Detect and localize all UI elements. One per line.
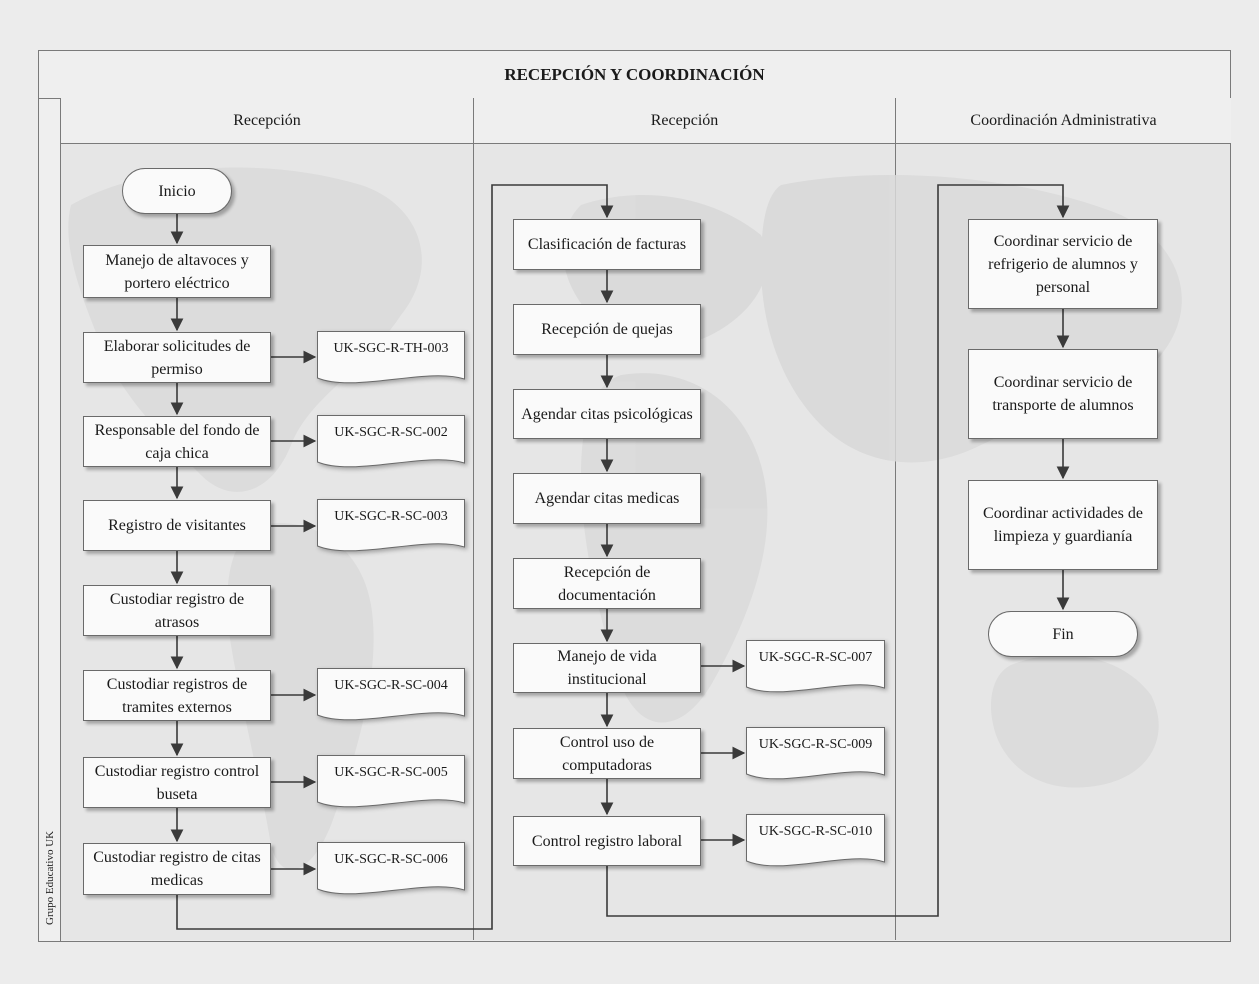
document-uk-sgc-r-sc-009[interactable]: UK-SGC-R-SC-009 [746,727,885,780]
diagram-title: RECEPCIÓN Y COORDINACIÓN [39,51,1230,99]
step-custodiar-buseta[interactable]: Custodiar registro control buseta [83,757,271,808]
lane-header-recepcion-2: Recepción [474,98,896,144]
document-icon [317,415,465,468]
document-code: UK-SGC-R-SC-007 [758,650,873,665]
step-registro-visitantes[interactable]: Registro de visitantes [83,500,271,551]
step-recepcion-quejas[interactable]: Recepción de quejas [513,304,701,355]
step-coordinar-refrigerio[interactable]: Coordinar servicio de refrigerio de alum… [968,219,1158,309]
document-code: UK-SGC-R-SC-003 [334,509,448,524]
lane-header-recepcion-1: Recepción [61,98,474,144]
pool-label-strip: Grupo Educativo UK [39,99,61,941]
document-icon [746,814,885,867]
step-control-registro-laboral[interactable]: Control registro laboral [513,816,701,866]
step-recepcion-documentacion[interactable]: Recepción de documentación [513,558,701,609]
step-clasificacion-facturas[interactable]: Clasificación de facturas [513,219,701,270]
document-icon [317,842,465,895]
document-uk-sgc-r-sc-010[interactable]: UK-SGC-R-SC-010 [746,814,885,867]
document-icon [317,499,465,552]
document-code: UK-SGC-R-TH-003 [333,341,449,356]
document-uk-sgc-r-sc-005[interactable]: UK-SGC-R-SC-005 [317,755,465,808]
step-custodiar-tramites[interactable]: Custodiar registros de tramites externos [83,670,271,721]
document-uk-sgc-r-sc-007[interactable]: UK-SGC-R-SC-007 [746,640,885,693]
step-control-computadoras[interactable]: Control uso de computadoras [513,728,701,779]
document-code: UK-SGC-R-SC-002 [334,425,448,440]
document-icon [317,668,465,721]
document-uk-sgc-r-sc-003[interactable]: UK-SGC-R-SC-003 [317,499,465,552]
start-terminator[interactable]: Inicio [122,168,232,214]
step-custodiar-citas-medicas[interactable]: Custodiar registro de citas medicas [83,843,271,895]
document-uk-sgc-r-th-003[interactable]: UK-SGC-R-TH-003 [317,331,465,384]
step-fondo-caja-chica[interactable]: Responsable del fondo de caja chica [83,416,271,467]
document-uk-sgc-r-sc-006[interactable]: UK-SGC-R-SC-006 [317,842,465,895]
step-coordinar-transporte[interactable]: Coordinar servicio de transporte de alum… [968,349,1158,439]
step-elaborar-solicitudes[interactable]: Elaborar solicitudes de permiso [83,332,271,383]
step-custodiar-atrasos[interactable]: Custodiar registro de atrasos [83,585,271,636]
document-code: UK-SGC-R-SC-010 [758,824,873,839]
document-uk-sgc-r-sc-002[interactable]: UK-SGC-R-SC-002 [317,415,465,468]
document-code: UK-SGC-R-SC-005 [334,765,448,780]
document-icon [317,331,465,384]
step-citas-psicologicas[interactable]: Agendar citas psicológicas [513,389,701,439]
document-code: UK-SGC-R-SC-004 [334,678,448,693]
lane-header-coordinacion: Coordinación Administrativa [896,98,1231,144]
step-coordinar-limpieza[interactable]: Coordinar actividades de limpieza y guar… [968,480,1158,570]
document-uk-sgc-r-sc-004[interactable]: UK-SGC-R-SC-004 [317,668,465,721]
step-manejo-altavoces[interactable]: Manejo de altavoces y portero eléctrico [83,245,271,298]
document-icon [746,727,885,780]
document-icon [746,640,885,693]
end-terminator[interactable]: Fin [988,611,1138,657]
step-citas-medicas[interactable]: Agendar citas medicas [513,473,701,524]
pool-label: Grupo Educativo UK [44,830,56,925]
step-vida-institucional[interactable]: Manejo de vida institucional [513,643,701,693]
document-code: UK-SGC-R-SC-009 [758,737,873,752]
document-icon [317,755,465,808]
document-code: UK-SGC-R-SC-006 [334,852,448,867]
